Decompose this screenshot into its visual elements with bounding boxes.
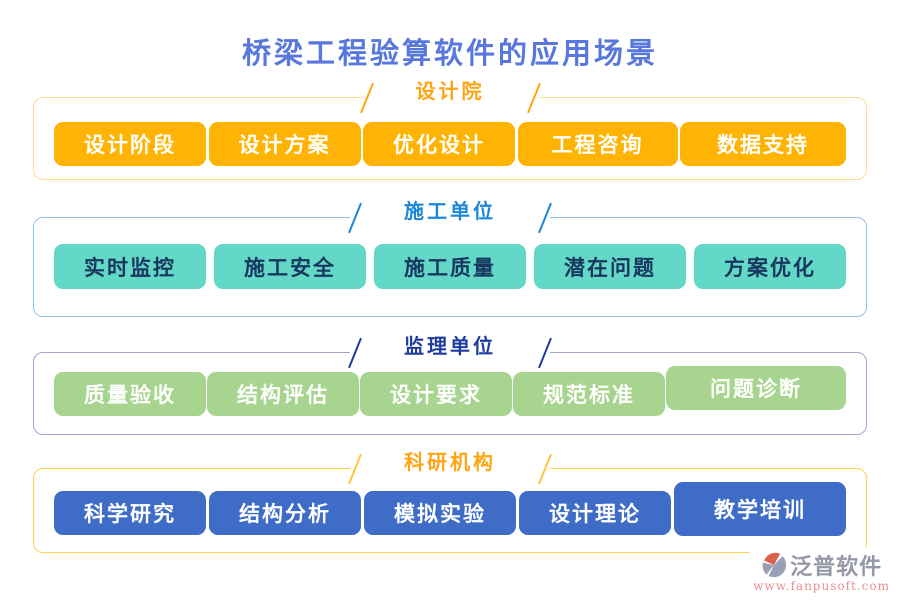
- tag-engineering-consulting: 工程咨询: [517, 122, 678, 166]
- slash-icon: [348, 202, 362, 234]
- section-construction-unit: 施工单位 实时监控 施工安全 施工质量 潜在问题 方案优化: [33, 199, 867, 317]
- section-design-institute: 设计院 设计阶段 设计方案 优化设计 工程咨询 数据支持: [33, 79, 867, 180]
- fanpu-logo-icon: [761, 552, 787, 578]
- section-header: 施工单位: [34, 199, 866, 236]
- tag-data-support: 数据支持: [680, 122, 846, 166]
- tag-construction-safety: 施工安全: [214, 244, 366, 289]
- brand-watermark: 泛普软件 www.fanpusoft.com: [749, 547, 894, 595]
- tag-row: 科学研究 结构分析 模拟实验 设计理论 教学培训: [54, 482, 846, 545]
- slash-icon: [538, 453, 552, 485]
- tag-construction-quality: 施工质量: [374, 244, 526, 289]
- slash-icon: [538, 337, 552, 369]
- section-header: 设计院: [34, 79, 866, 116]
- tag-optimized-design: 优化设计: [363, 122, 515, 166]
- brand-url: www.fanpusoft.com: [753, 579, 890, 593]
- slash-icon: [359, 82, 374, 114]
- tag-design-requirements: 设计要求: [360, 372, 512, 416]
- slash-icon: [538, 202, 552, 234]
- tag-row: 质量验收 结构评估 设计要求 规范标准 问题诊断: [54, 366, 846, 416]
- tag-quality-acceptance: 质量验收: [54, 372, 206, 416]
- tag-scheme-optimization: 方案优化: [694, 244, 846, 289]
- tag-design-theory: 设计理论: [519, 491, 671, 535]
- tag-design-scheme: 设计方案: [208, 122, 361, 166]
- tag-problem-diagnosis: 问题诊断: [666, 366, 846, 410]
- section-title: 施工单位: [404, 198, 496, 223]
- brand-name: 泛普软件: [790, 554, 883, 580]
- tag-structure-evaluation: 结构评估: [207, 372, 359, 416]
- tag-simulation-experiment: 模拟实验: [364, 491, 516, 535]
- section-title: 监理单位: [404, 333, 496, 358]
- slash-icon: [526, 82, 541, 114]
- slash-icon: [348, 453, 362, 485]
- section-title: 科研机构: [404, 449, 496, 474]
- tag-structural-analysis: 结构分析: [209, 491, 361, 535]
- tag-scientific-research: 科学研究: [54, 491, 206, 535]
- tag-realtime-monitoring: 实时监控: [54, 244, 206, 289]
- slash-icon: [348, 337, 362, 369]
- tag-design-phase: 设计阶段: [54, 122, 206, 166]
- tag-teaching-training: 教学培训: [674, 482, 846, 536]
- section-research-institution: 科研机构 科学研究 结构分析 模拟实验 设计理论 教学培训: [33, 450, 867, 553]
- section-title: 设计院: [415, 78, 485, 103]
- tag-row: 设计阶段 设计方案 优化设计 工程咨询 数据支持: [54, 122, 846, 166]
- tag-row: 实时监控 施工安全 施工质量 潜在问题 方案优化: [54, 244, 846, 289]
- tag-potential-issues: 潜在问题: [534, 244, 686, 289]
- section-supervision-unit: 监理单位 质量验收 结构评估 设计要求 规范标准 问题诊断: [33, 334, 867, 435]
- tag-standards: 规范标准: [513, 372, 665, 416]
- page-title: 桥梁工程验算软件的应用场景: [241, 36, 658, 70]
